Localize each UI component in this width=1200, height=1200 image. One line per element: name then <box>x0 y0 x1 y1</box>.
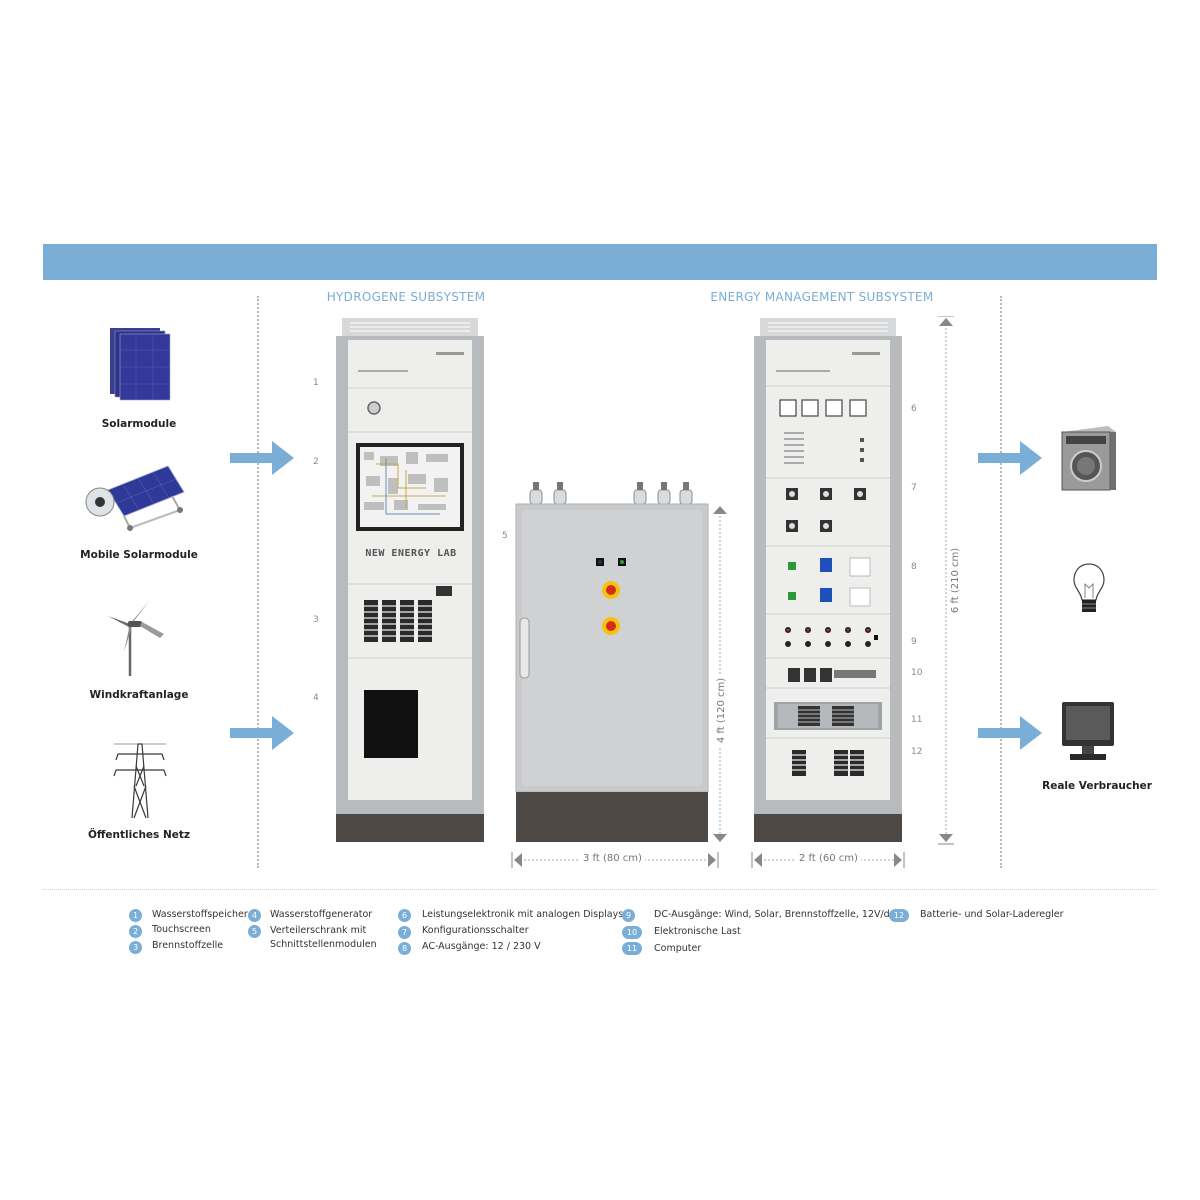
legend-bullet: 2 <box>129 925 142 938</box>
callout-8: 8 <box>911 562 917 572</box>
legend-item: AC-Ausgänge: 12 / 230 V <box>422 941 541 952</box>
input-label-mobile-solarmodule: Mobile Solarmodule <box>80 549 198 561</box>
legend-bullet: 8 <box>398 942 411 955</box>
legend-item: Verteilerschrank mit <box>270 925 367 936</box>
input-label-windkraftanlage: Windkraftanlage <box>89 689 189 701</box>
legend-bullet: 11 <box>622 942 642 955</box>
legend-bullet: 5 <box>248 925 261 938</box>
arrow-right-icon <box>230 441 294 475</box>
legend-bullet: 10 <box>622 926 642 939</box>
dimension-width-left: 3 ft (80 cm) <box>580 853 645 864</box>
header-energy: ENERGIEMANAGEMENT & -SPEICHERUNG <box>491 10 767 26</box>
column-separator-right <box>1000 296 1002 868</box>
legend-divider <box>43 889 1157 890</box>
header-output: OUTPUT <box>1052 10 1107 26</box>
legend-item: Touchscreen <box>152 924 211 935</box>
energy-management-cabinet <box>754 318 902 842</box>
legend-bullet: 9 <box>622 909 635 922</box>
callout-12: 12 <box>911 747 923 757</box>
callout-11: 11 <box>911 715 923 725</box>
dimension-width-right: 2 ft (60 cm) <box>796 853 861 864</box>
washing-machine-icon <box>1061 426 1116 491</box>
callout-1: 1 <box>313 378 319 388</box>
legend-bullet: 3 <box>129 941 142 954</box>
header-separator <box>1000 6 1002 30</box>
legend-bullet: 12 <box>889 909 909 922</box>
legend-item: Elektronische Last <box>654 926 741 937</box>
energy-management-subsystem-title: ENERGY MANAGEMENT SUBSYSTEM <box>710 290 934 304</box>
output-label-reale-verbraucher: Reale Verbraucher <box>1042 780 1152 792</box>
arrow-right-icon <box>978 716 1042 750</box>
monitor-icon <box>1062 702 1114 760</box>
legend-bullet: 4 <box>248 909 261 922</box>
distribution-cabinet <box>515 482 709 842</box>
legend-item: Konfigurationsschalter <box>422 925 529 936</box>
header-input: INPUT <box>130 10 171 26</box>
legend-item: Wasserstoffspeicher <box>152 909 248 920</box>
power-pylon-icon <box>113 743 167 819</box>
legend-bullet: 6 <box>398 909 411 922</box>
arrow-right-icon <box>230 716 294 750</box>
legend-item: Brennstoffzelle <box>152 940 224 951</box>
dimension-height-left: 4 ft (120 cm) <box>716 674 728 747</box>
hydrogene-subsystem-title: HYDROGENE SUBSYSTEM <box>326 290 486 304</box>
legend-bullet: 7 <box>398 926 411 939</box>
header-separator <box>257 6 259 30</box>
callout-6: 6 <box>911 404 917 414</box>
legend-item: Schnittstellenmodulen <box>270 939 377 950</box>
legend-item: Leistungselektronik mit analogen Display… <box>422 909 624 920</box>
callout-9: 9 <box>911 637 917 647</box>
legend-item: DC-Ausgänge: Wind, Solar, Brennstoffzell… <box>654 909 895 920</box>
callout-4: 4 <box>313 693 319 703</box>
hydrogene-cabinet <box>336 318 484 842</box>
legend-bullet: 1 <box>129 909 142 922</box>
solar-panel-icon <box>110 328 171 401</box>
legend-item: Wasserstoffgenerator <box>270 909 373 920</box>
arrow-right-icon <box>978 441 1042 475</box>
legend-item: Computer <box>654 943 702 954</box>
callout-3: 3 <box>313 615 319 625</box>
legend-item: Batterie- und Solar-Laderegler <box>920 909 1064 920</box>
column-separator-left <box>257 296 259 868</box>
dimension-height-right: 6 ft (210 cm) <box>950 544 962 617</box>
callout-2: 2 <box>313 457 319 467</box>
mobile-solar-icon <box>85 465 185 531</box>
screen-logo: NEW ENERGY LAB <box>365 548 457 559</box>
input-label-oeffentliches-netz: Öffentliches Netz <box>87 829 190 841</box>
header-band <box>43 244 1157 280</box>
wind-turbine-icon <box>108 600 164 676</box>
dimension-lines <box>511 316 954 868</box>
input-label-solarmodule: Solarmodule <box>101 418 177 430</box>
callout-7: 7 <box>911 483 917 493</box>
callout-10: 10 <box>911 668 923 678</box>
light-bulb-icon <box>1073 563 1105 612</box>
callout-5: 5 <box>502 531 508 541</box>
